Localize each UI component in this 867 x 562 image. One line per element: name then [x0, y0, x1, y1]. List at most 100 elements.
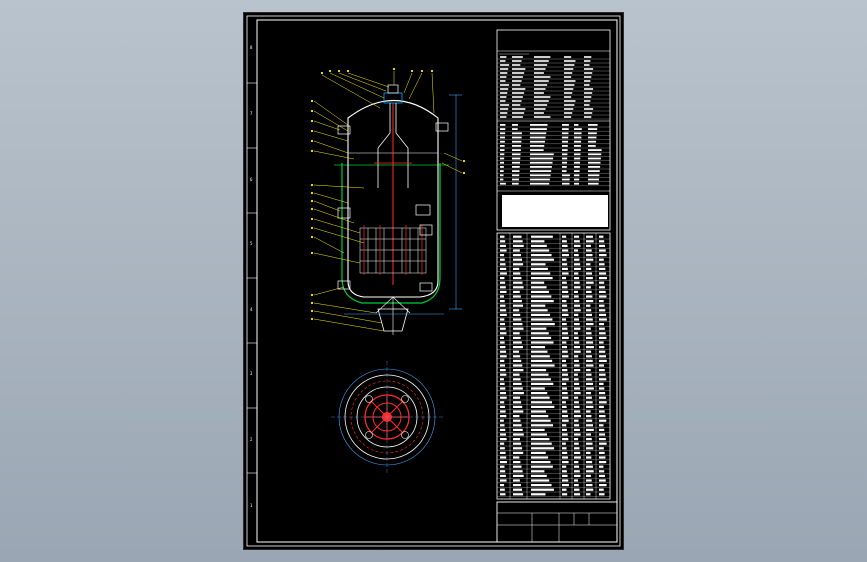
table-cell [574, 456, 581, 459]
table-cell [574, 488, 580, 491]
table-cell [531, 392, 548, 395]
table-cell [586, 387, 594, 390]
leader-balloon [310, 119, 314, 123]
table-cell [586, 382, 594, 385]
table-cell [512, 68, 526, 70]
table-cell [574, 359, 579, 362]
table-cell [599, 254, 607, 257]
table-cell [513, 424, 522, 427]
internal-coil [359, 227, 427, 274]
table-cell [513, 405, 523, 408]
table-cell [562, 161, 567, 164]
table-cell [574, 323, 580, 326]
table-cell [530, 153, 554, 156]
table-cell [574, 461, 579, 464]
table-cell [531, 341, 554, 344]
table-cell [586, 254, 593, 257]
table-cell [599, 488, 604, 491]
table-cell [574, 290, 578, 293]
table-cell [530, 157, 554, 160]
table-cell [599, 309, 606, 312]
table-cell [531, 267, 548, 270]
table-cell [500, 415, 507, 418]
table-cell [586, 373, 592, 376]
table-cell [574, 332, 578, 335]
table-cell [562, 157, 568, 160]
leader-balloon [346, 69, 350, 73]
table-cell [586, 493, 591, 496]
table-cell [586, 392, 592, 395]
table-cell [599, 323, 605, 326]
table-cell [584, 108, 594, 110]
table-cell [599, 438, 606, 441]
leader-balloon [310, 183, 314, 187]
table-cell [588, 124, 598, 126]
table-cell [512, 145, 522, 147]
table-cell [584, 72, 593, 74]
leader-balloon [310, 139, 314, 143]
parts-rows [497, 235, 610, 497]
table-cell [584, 68, 594, 70]
table-cell [500, 479, 507, 482]
table-cell [513, 447, 523, 450]
table-cell [512, 170, 520, 172]
table-cell [586, 438, 592, 441]
table-cell [586, 286, 591, 289]
table-cell [512, 149, 521, 151]
table-cell [500, 267, 507, 270]
table-cell [599, 336, 607, 339]
spec-rows [497, 56, 610, 186]
table-cell [562, 474, 568, 477]
table-cell [574, 415, 581, 418]
table-cell [531, 364, 555, 367]
outer-border [246, 15, 621, 547]
table-cell [500, 369, 506, 372]
table-cell [531, 484, 552, 487]
table-cell [500, 424, 505, 427]
table-cell [500, 140, 505, 143]
table-cell [574, 149, 581, 151]
table-cell [584, 112, 593, 114]
jacket-outline [341, 163, 441, 304]
table-cell [586, 295, 593, 298]
table-cell [562, 369, 568, 372]
table-cell [599, 410, 605, 413]
table-cell [599, 263, 605, 266]
table-cell [512, 124, 518, 126]
table-cell [586, 313, 592, 316]
table-cell [500, 300, 505, 303]
table-cell [599, 286, 605, 289]
table-cell [531, 415, 549, 418]
leader-lines [313, 71, 463, 332]
table-cell [586, 474, 591, 477]
table-cell [599, 359, 607, 362]
table-cell [586, 359, 593, 362]
table-cell [564, 56, 572, 58]
table-cell [562, 387, 567, 390]
table-cell [588, 145, 596, 147]
table-cell [564, 104, 575, 106]
table-cell [513, 470, 523, 473]
table-cell [500, 124, 506, 126]
table-cell [500, 461, 507, 464]
table-cell [564, 96, 572, 98]
table-cell [599, 290, 606, 293]
table-cell [513, 451, 524, 454]
table-cell [531, 396, 550, 399]
table-cell [531, 359, 553, 362]
table-cell [562, 149, 568, 151]
table-cell [588, 140, 597, 143]
leader-balloon [430, 69, 434, 73]
table-cell [562, 484, 569, 487]
table-cell [574, 272, 579, 275]
table-cell [574, 258, 580, 261]
table-cell [564, 100, 576, 102]
table-cell [562, 327, 568, 330]
table-cell [599, 235, 604, 238]
table-cell [513, 438, 520, 441]
table-cell [534, 100, 549, 102]
table-cell [531, 355, 550, 358]
table-cell [513, 323, 523, 326]
